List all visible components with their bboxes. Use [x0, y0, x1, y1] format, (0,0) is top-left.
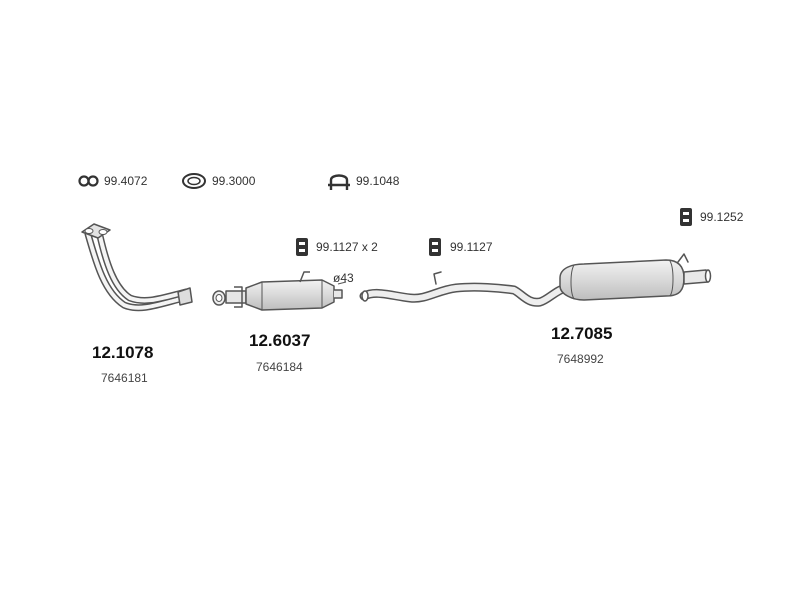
clamp-ring-icon: [78, 175, 99, 187]
accessory-code: 99.1048: [356, 174, 400, 188]
accessory-code: 99.3000: [212, 174, 256, 188]
accessory-code: 99.1127 x 2: [316, 240, 378, 254]
diameter-label: ø43: [333, 271, 354, 285]
gasket-ring-icon: [182, 173, 206, 189]
rubber-hanger-icon: [296, 238, 308, 256]
rubber-hanger-icon: [680, 208, 692, 226]
part-number: 12.1078: [92, 343, 154, 362]
oem-number: 7646184: [256, 360, 303, 374]
accessory-code: 99.1127: [450, 240, 493, 254]
part-number: 12.7085: [551, 324, 613, 343]
u-bolt-clamp-icon: [328, 174, 350, 190]
oem-number: 7646181: [101, 371, 148, 385]
oem-number: 7648992: [557, 352, 604, 366]
front-pipe: [81, 223, 193, 312]
part-number: 12.6037: [249, 331, 311, 350]
rear-silencer: [359, 253, 712, 307]
accessory-code: 99.4072: [104, 174, 148, 188]
accessory-code: 99.1252: [700, 210, 744, 224]
middle-silencer: [212, 271, 347, 311]
rubber-hanger-icon: [429, 238, 441, 256]
